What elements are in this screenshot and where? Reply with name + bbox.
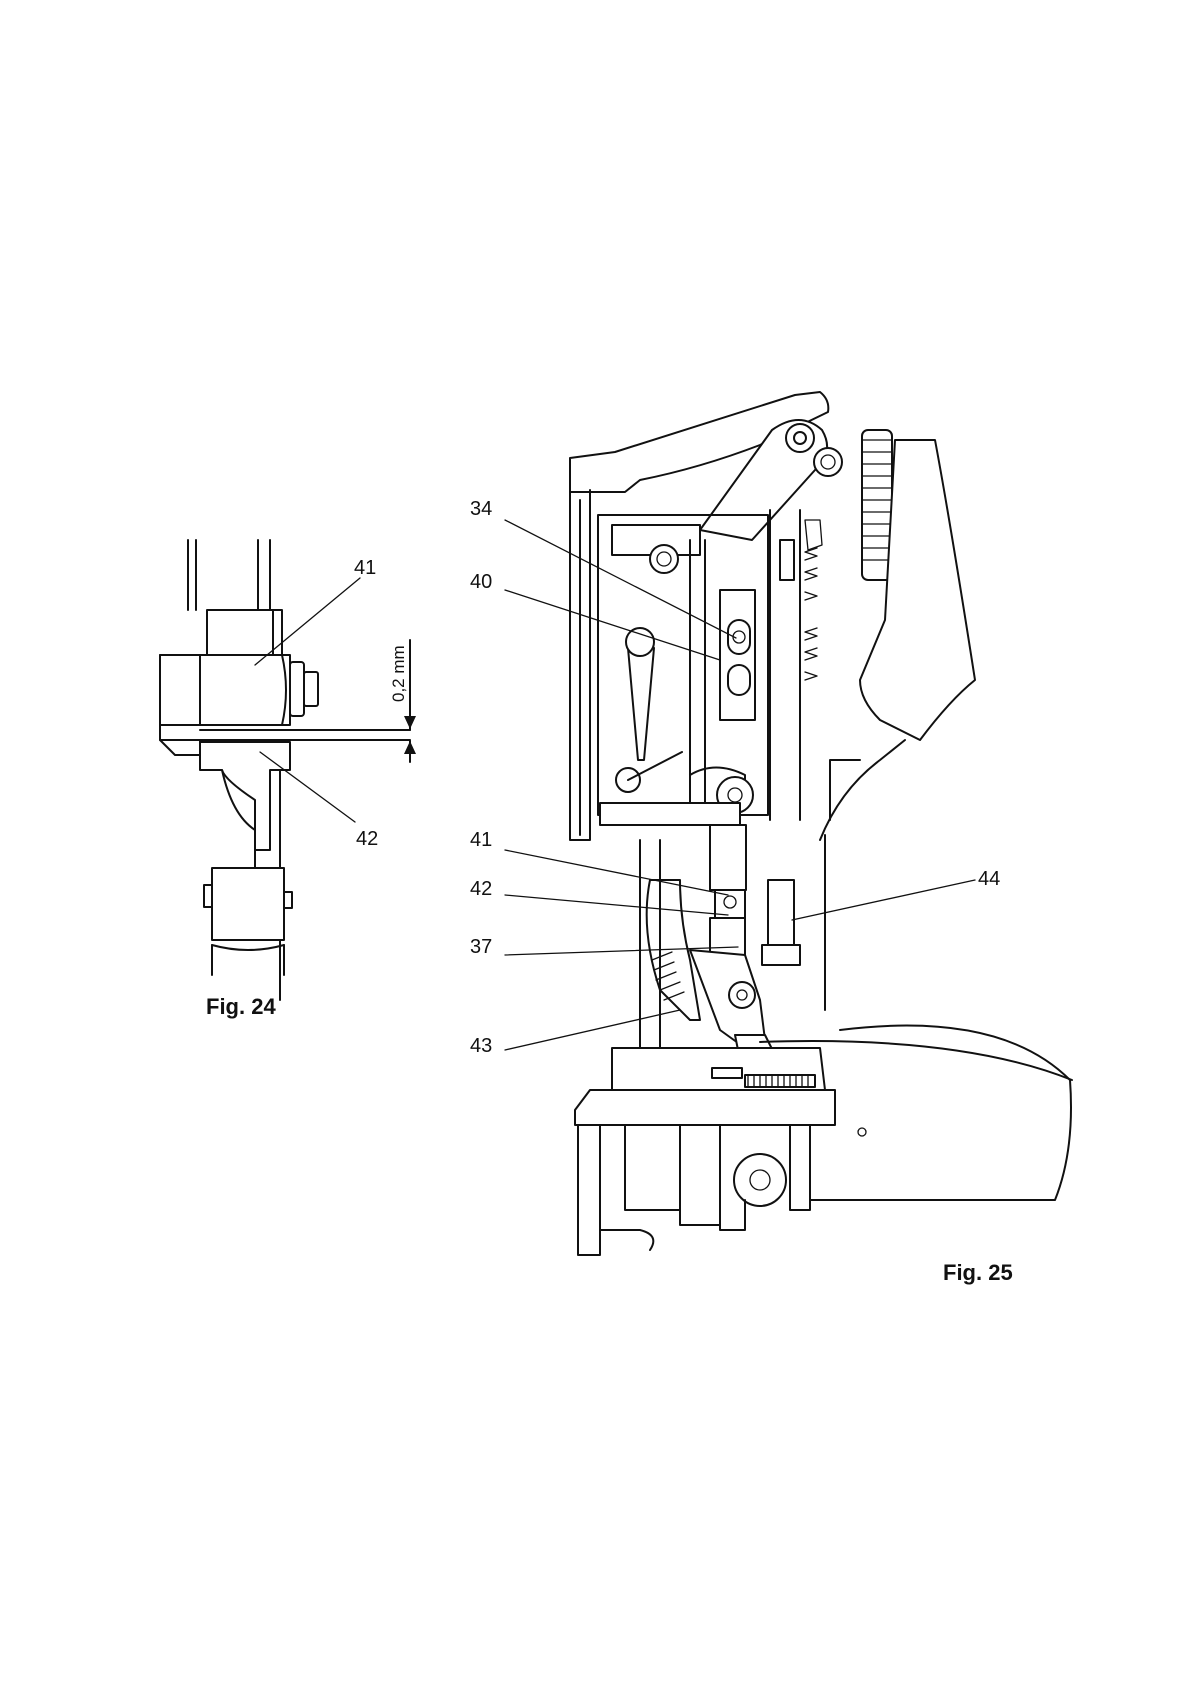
fig25-label-34: 34 — [470, 498, 492, 520]
fig25-label-41: 41 — [470, 829, 492, 851]
fig24-label-41: 41 — [354, 557, 376, 579]
fig24-drawing — [160, 540, 416, 1000]
fig25-label-44: 44 — [978, 868, 1000, 890]
fig25-label-43: 43 — [470, 1035, 492, 1057]
fig25-label-42: 42 — [470, 878, 492, 900]
fig25-drawing — [505, 392, 1072, 1255]
fig25-caption: Fig. 25 — [943, 1260, 1013, 1285]
fig25-label-37: 37 — [470, 936, 492, 958]
fig24-caption: Fig. 24 — [206, 994, 276, 1019]
fig25-label-40: 40 — [470, 571, 492, 593]
fig24-dimension-label: 0,2 mm — [389, 645, 408, 702]
fig24-label-42: 42 — [356, 828, 378, 850]
